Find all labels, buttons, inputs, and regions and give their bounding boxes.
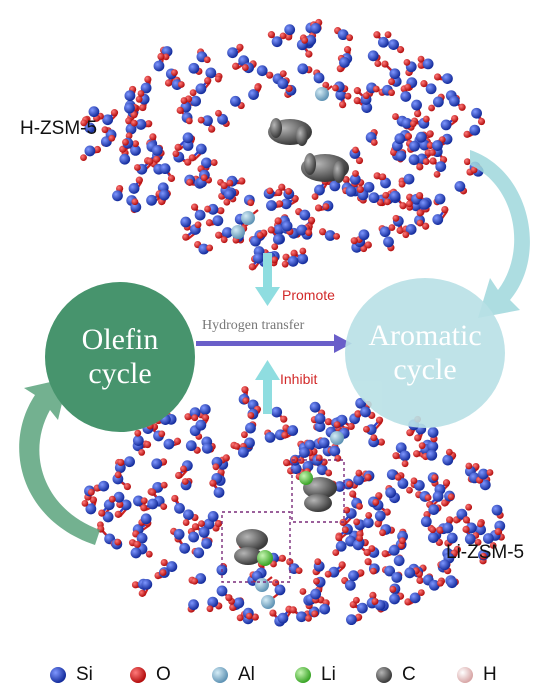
- legend-label-si: Si: [76, 664, 93, 685]
- aromatic-cycle-line1: Aromatic: [368, 319, 482, 352]
- aromatic-molecule-upper: [268, 118, 312, 146]
- cycle-arrow-left: [19, 378, 100, 545]
- hydrogen-transfer-arrow: [196, 334, 352, 353]
- hydrogen-transfer-label: Hydrogen transfer: [202, 318, 305, 333]
- inhibit-label: Inhibit: [280, 371, 318, 387]
- legend-item-al: Al: [210, 662, 255, 688]
- li-site-box-left: [221, 511, 291, 583]
- olefin-cycle-line1: Olefin: [81, 323, 159, 356]
- legend-item-si: Si: [48, 662, 93, 688]
- legend-item-c: C: [374, 662, 416, 688]
- c-atom-icon: [376, 667, 392, 683]
- aromatic-molecule-li-left: [234, 529, 273, 566]
- legend-item-h: H: [455, 662, 497, 688]
- aromatic-cycle-line2: cycle: [393, 353, 457, 386]
- h-atom-icon: [457, 667, 473, 683]
- aromatic-cycle-node: Aromatic cycle: [345, 278, 505, 428]
- aromatic-molecule-li-right: [299, 471, 337, 512]
- li-zsm5-label: Li-ZSM-5: [446, 542, 525, 563]
- al-atom-icon: [212, 667, 228, 683]
- legend-label-c: C: [402, 664, 416, 685]
- legend-label-li: Li: [321, 664, 336, 685]
- olefin-cycle-node: Olefin cycle: [45, 282, 195, 432]
- olefin-cycle-line2: cycle: [88, 357, 152, 390]
- atom-legend: Si O Al Li C H: [0, 662, 550, 688]
- cycle-arrow-right: [470, 150, 530, 318]
- legend-item-o: O: [128, 662, 171, 688]
- li-site-box-right: [291, 459, 345, 523]
- promote-arrow: [255, 253, 280, 306]
- h-zsm5-framework: [80, 18, 486, 271]
- si-atom-icon: [50, 667, 66, 683]
- li-atom-icon: [295, 667, 311, 683]
- h-zsm5-label: H-ZSM-5: [20, 118, 98, 139]
- aromatic-molecule-lower: [301, 153, 349, 183]
- legend-item-li: Li: [293, 662, 336, 688]
- promote-label: Promote: [282, 287, 335, 303]
- legend-label-h: H: [483, 664, 497, 685]
- legend-label-o: O: [156, 664, 171, 685]
- inhibit-arrow: [255, 360, 280, 414]
- o-atom-icon: [130, 667, 146, 683]
- legend-label-al: Al: [238, 664, 255, 685]
